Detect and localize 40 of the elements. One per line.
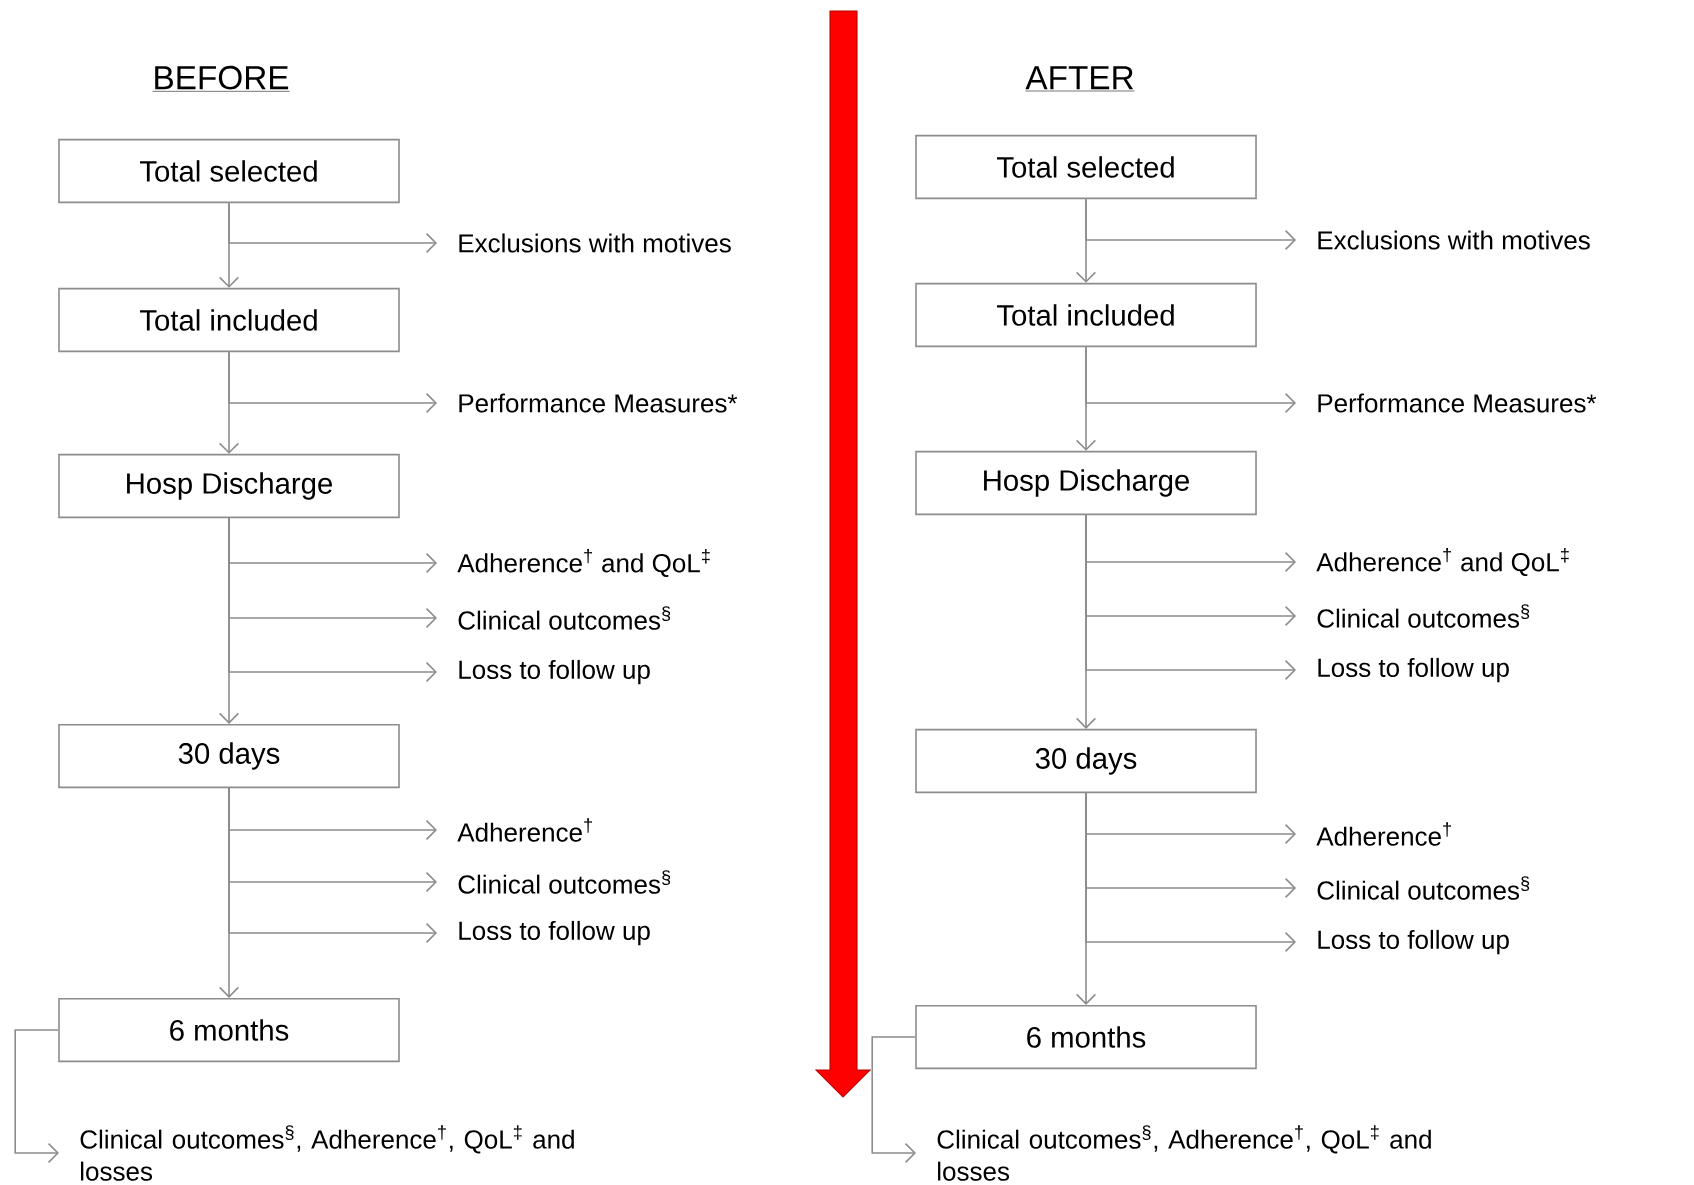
arrow: [1085, 792, 1297, 953]
stage-box: Total included: [915, 282, 1257, 348]
heading: BEFORE: [152, 65, 290, 92]
stage-box: Hosp Discharge: [58, 453, 400, 519]
outcome-text: Performance Measures*: [459, 393, 738, 413]
arrow: [228, 202, 437, 254]
arrow: [1085, 346, 1297, 414]
outcome-text: Clinical outcomes$^{§}$: [458, 870, 671, 894]
outcome-text: Loss to follow up: [1318, 657, 1509, 683]
outcome-text: Clinical outcomes$^{§}$: [1317, 604, 1530, 628]
outcome-text: Loss to follow up: [459, 920, 650, 946]
arrow: [871, 1036, 916, 1164]
outcome-text: Adherence$^{†}$ and QoL$^{‡}$: [1316, 547, 1569, 577]
arrow: [1085, 514, 1297, 681]
arrow: [14, 1029, 59, 1164]
stage-box: 6 months: [58, 997, 400, 1063]
outcome-text: Adherence$^{†}$ and QoL$^{‡}$: [457, 548, 710, 578]
outcome-text: Loss to follow up: [459, 659, 650, 685]
stage-box: 30 days: [58, 723, 400, 789]
outcome-text: Clinical outcomes$^{§}$: [1317, 876, 1530, 900]
heading: AFTER: [1025, 66, 1135, 92]
stage-box: 6 months: [915, 1004, 1257, 1070]
outcome-text: Adherence$^{†}$: [1316, 822, 1451, 846]
arrow: [228, 787, 437, 944]
outcome-text: Loss to follow up: [1318, 929, 1509, 955]
outcome-text: Clinical outcomes$^{§}$, Adherence$^{†}$, QoL$^{‡}$ and losses: [80, 1125, 574, 1181]
stage-box: Total selected: [915, 134, 1257, 200]
outcome-text: Exclusions with motives: [1318, 230, 1590, 250]
outcome-text: Adherence$^{†}$: [457, 818, 592, 842]
outcome-text: Exclusions with motives: [459, 233, 731, 253]
stage-box: Total selected: [58, 138, 400, 204]
stage-box: Total included: [58, 287, 400, 353]
outcome-text: Clinical outcomes$^{§}$: [458, 606, 671, 630]
arrow: [228, 517, 437, 683]
arrow: [228, 351, 437, 414]
stage-box: Hosp Discharge: [915, 450, 1257, 516]
arrow: [1085, 198, 1297, 251]
outcome-text: Performance Measures*: [1318, 393, 1597, 413]
outcome-text: Clinical outcomes$^{§}$, Adherence$^{†}$, QoL$^{‡}$ and losses: [937, 1125, 1431, 1181]
stage-box: 30 days: [915, 728, 1257, 794]
